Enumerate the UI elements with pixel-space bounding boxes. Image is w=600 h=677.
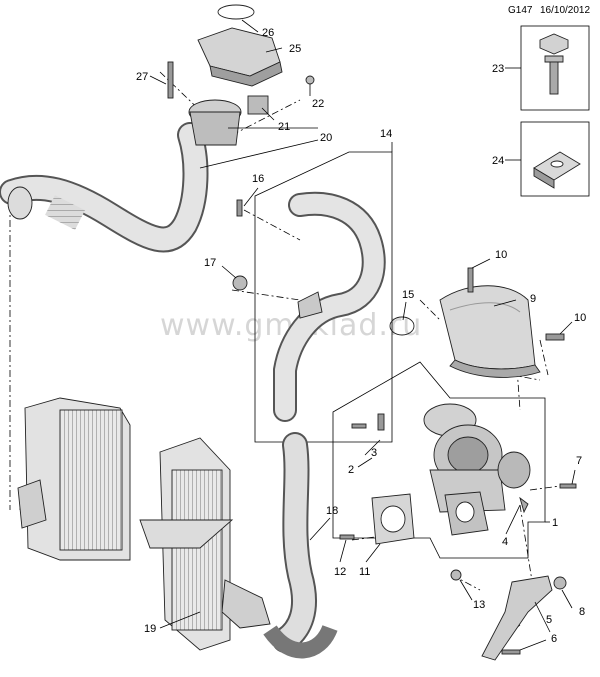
callout-4: 4 xyxy=(502,536,508,548)
callout-16: 16 xyxy=(252,173,264,185)
callout-25: 25 xyxy=(289,43,301,55)
callout-9: 9 xyxy=(530,293,536,305)
callout-2: 2 xyxy=(348,464,354,476)
callout-10-right: 10 xyxy=(574,312,586,324)
callout-19: 19 xyxy=(144,623,156,635)
inset-clip-nut-24 xyxy=(511,121,590,197)
callout-24: 24 xyxy=(492,155,504,167)
charge-air-hose-18 xyxy=(263,432,338,659)
callout-10-top: 10 xyxy=(495,249,507,261)
callout-20: 20 xyxy=(320,132,332,144)
callout-15: 15 xyxy=(402,289,414,301)
intercooler xyxy=(17,397,271,651)
intake-hose-20 xyxy=(0,122,209,253)
callout-21: 21 xyxy=(278,121,290,133)
inset-bolt-23 xyxy=(511,25,590,111)
leader-lines xyxy=(149,19,576,651)
callout-3: 3 xyxy=(371,447,377,459)
callout-27: 27 xyxy=(136,71,148,83)
callout-23: 23 xyxy=(492,63,504,75)
diagram-date: 16/10/2012 xyxy=(540,5,590,16)
callout-18: 18 xyxy=(326,505,338,517)
hose-assembly-bracket-14 xyxy=(254,151,393,443)
callout-1: 1 xyxy=(552,517,558,529)
callout-14: 14 xyxy=(380,128,392,140)
charge-air-hose-14 xyxy=(273,191,415,422)
heat-shield-9 xyxy=(439,285,541,378)
callout-6: 6 xyxy=(551,633,557,645)
callout-13: 13 xyxy=(473,599,485,611)
callout-8: 8 xyxy=(579,606,585,618)
turbocharger xyxy=(423,403,531,536)
gasket-11 xyxy=(371,493,415,545)
throttle-body xyxy=(167,4,315,146)
bracket-5 xyxy=(481,575,553,661)
callout-11: 11 xyxy=(359,566,370,578)
callout-7: 7 xyxy=(576,455,582,467)
callout-26: 26 xyxy=(262,27,274,39)
callout-17: 17 xyxy=(204,257,216,269)
diagram-code: G147 xyxy=(508,5,533,16)
callout-22: 22 xyxy=(312,98,324,110)
fasteners xyxy=(232,199,577,655)
callout-5: 5 xyxy=(546,614,552,626)
callout-12: 12 xyxy=(334,566,346,578)
